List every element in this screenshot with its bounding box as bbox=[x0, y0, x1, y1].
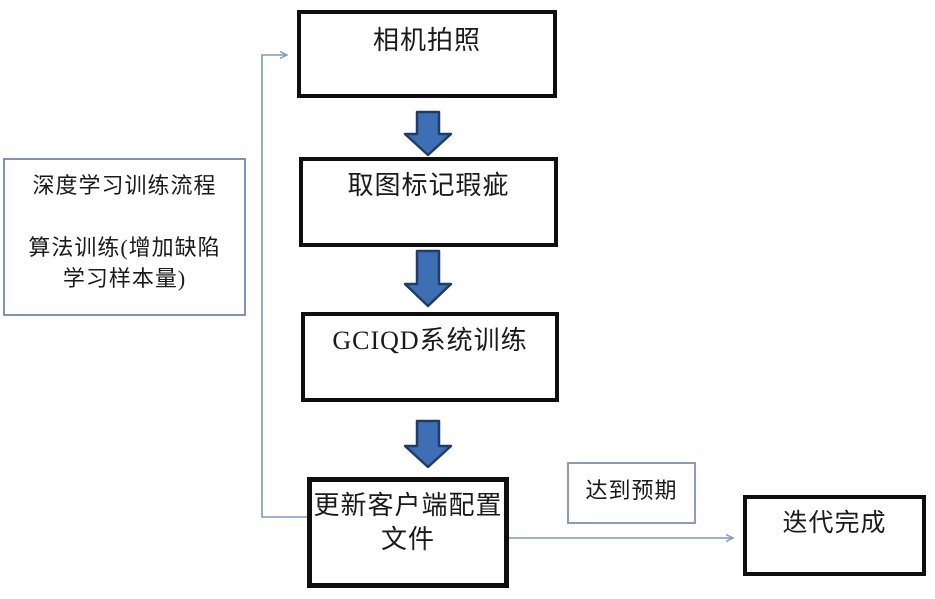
note-box-training-process: 深度学习训练流程 算法训练(增加缺陷 学习样本量) bbox=[3, 158, 246, 316]
node-label: 迭代完成 bbox=[782, 510, 887, 537]
node-camera-capture: 相机拍照 bbox=[297, 10, 557, 98]
note-line: 算法训练(增加缺陷 bbox=[28, 235, 221, 260]
node-mark-defects: 取图标记瑕疵 bbox=[299, 157, 558, 247]
note-line bbox=[5, 201, 244, 232]
node-label: GCIQD系统训练 bbox=[332, 326, 528, 355]
node-label: 相机拍照 bbox=[372, 26, 481, 55]
note-line: 学习样本量) bbox=[62, 266, 187, 291]
edge-label-text: 达到预期 bbox=[585, 478, 678, 503]
node-system-training: GCIQD系统训练 bbox=[301, 312, 559, 402]
node-iteration-done: 迭代完成 bbox=[743, 495, 926, 576]
block-arrow-down-icon bbox=[403, 110, 453, 157]
block-arrow-down-icon bbox=[403, 419, 453, 469]
node-label: 文件 bbox=[380, 525, 435, 554]
node-label: 取图标记瑕疵 bbox=[347, 171, 510, 200]
feedback-connector-line bbox=[261, 50, 307, 518]
node-label: 更新客户端配置 bbox=[313, 491, 503, 520]
edge-label-expectation-met: 达到预期 bbox=[567, 462, 696, 524]
note-line: 深度学习训练流程 bbox=[32, 173, 217, 198]
node-update-config: 更新客户端配置 文件 bbox=[307, 477, 509, 588]
block-arrow-down-icon bbox=[403, 249, 453, 308]
